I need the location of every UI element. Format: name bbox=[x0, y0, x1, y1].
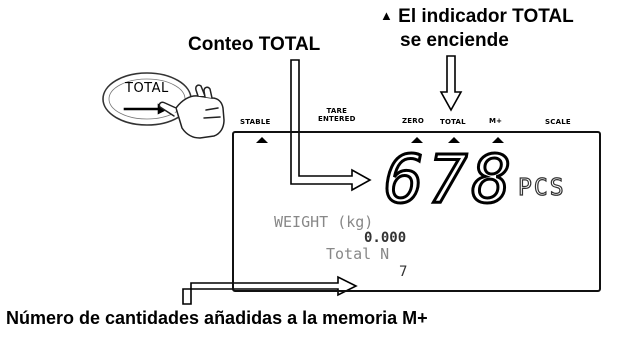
indicator-zero: ZERO bbox=[402, 117, 424, 125]
total-n-label: Total N bbox=[326, 245, 390, 263]
indicator-total: TOTAL bbox=[440, 118, 466, 126]
unit-pcs: PCS bbox=[517, 174, 566, 201]
lcd-display: 678 PCS WEIGHT (kg) 0.000 Total N 7 bbox=[232, 131, 601, 292]
bottom-caption: Número de cantidades añadidas a la memor… bbox=[6, 308, 428, 328]
indicator-stable: STABLE bbox=[240, 118, 271, 126]
zero-indicator-triangle bbox=[411, 137, 423, 143]
indicator-scale: SCALE bbox=[545, 118, 571, 126]
total-indicator-triangle bbox=[448, 137, 460, 143]
total-count-annotation: Conteo TOTAL bbox=[188, 34, 321, 55]
indicator-annotation-line2: se enciende bbox=[400, 30, 509, 51]
total-n-value: 7 bbox=[399, 264, 408, 280]
count-arrow bbox=[290, 59, 372, 192]
weight-value: 0.000 bbox=[364, 230, 407, 246]
total-button[interactable]: TOTAL bbox=[103, 73, 191, 125]
memory-count-arrow bbox=[182, 275, 358, 305]
pressing-hand bbox=[158, 84, 225, 139]
indicator-tare-line2: ENTERED bbox=[318, 115, 356, 123]
indicator-tare-entered: TARE ENTERED bbox=[318, 107, 356, 123]
indicator-annotation: ▲ El indicador TOTAL se enciende bbox=[380, 6, 574, 52]
mplus-indicator-triangle bbox=[492, 137, 504, 143]
weight-label: WEIGHT (kg) bbox=[274, 213, 374, 231]
indicator-tare-line1: TARE bbox=[326, 107, 348, 115]
indicator-mplus: M+ bbox=[489, 117, 503, 125]
stable-indicator-triangle bbox=[256, 137, 268, 143]
count-digits: 678 bbox=[382, 141, 516, 218]
indicator-annotation-line1: El indicador TOTAL bbox=[398, 6, 574, 27]
indicator-arrow bbox=[439, 55, 463, 112]
indicator-triangle-icon: ▲ bbox=[380, 8, 393, 23]
total-button-label: TOTAL bbox=[125, 81, 169, 96]
